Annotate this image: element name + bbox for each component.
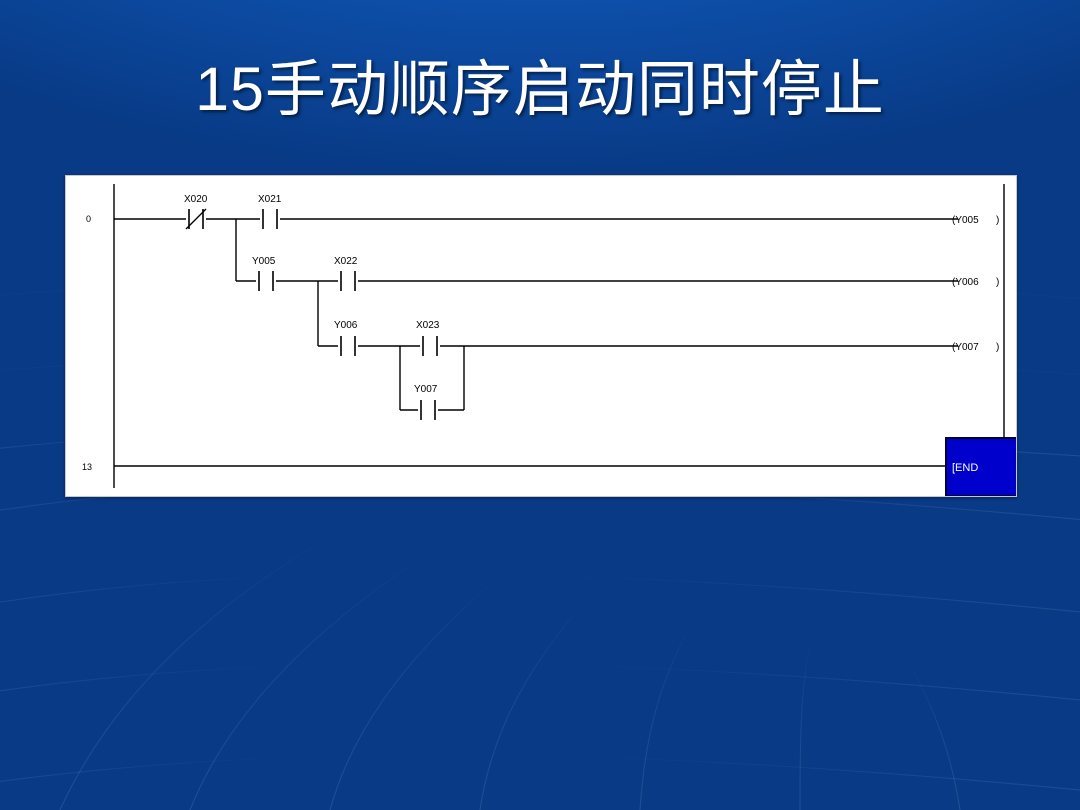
- step-number-0: 0: [86, 214, 91, 224]
- contact-label-x020: X020: [184, 194, 208, 205]
- contact-label-y006: Y006: [334, 320, 358, 331]
- coil-label-y006: (Y006: [952, 277, 979, 288]
- coil-close-paren-2: ): [996, 277, 999, 288]
- coil-close-paren-3: ): [996, 342, 999, 353]
- plc-ladder-diagram: 0 X020 X021 (Y005 ) Y005 X022: [82, 184, 1016, 496]
- contact-y005-no: [258, 271, 274, 291]
- coil-label-y007: (Y007: [952, 342, 979, 353]
- contact-label-y005: Y005: [252, 256, 276, 267]
- end-instruction-label: [END: [952, 462, 978, 474]
- coil-close-paren-1: ): [996, 215, 999, 226]
- plc-ladder-diagram-panel: 0 X020 X021 (Y005 ) Y005 X022: [65, 175, 1017, 497]
- contact-label-x023: X023: [416, 320, 440, 331]
- contact-x020-nc: [185, 208, 207, 230]
- end-instruction-block[interactable]: [945, 437, 1016, 496]
- contact-label-x022: X022: [334, 256, 358, 267]
- contact-label-y007: Y007: [414, 384, 438, 395]
- contact-y007-no: [420, 400, 436, 420]
- step-number-13: 13: [82, 462, 92, 472]
- contact-label-x021: X021: [258, 194, 282, 205]
- contact-x023-no: [422, 336, 438, 356]
- contact-x022-no: [340, 271, 356, 291]
- coil-label-y005: (Y005: [952, 215, 979, 226]
- page-title: 15手动顺序启动同时停止: [195, 55, 885, 123]
- contact-y006-no: [340, 336, 356, 356]
- contact-x021-no: [262, 209, 278, 229]
